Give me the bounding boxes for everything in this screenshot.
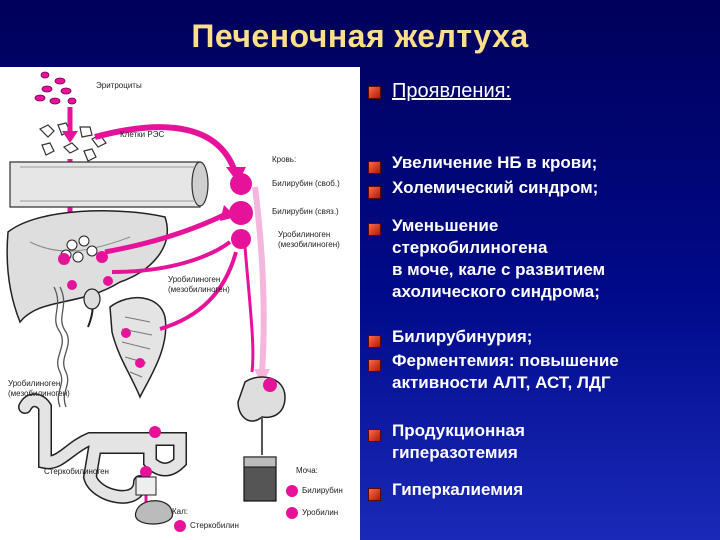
kidney <box>238 377 285 455</box>
bullet-icon <box>368 488 381 501</box>
small-intestine <box>110 298 166 397</box>
bullet-icon <box>368 161 381 174</box>
manifestation-item: Гиперкалиемия <box>392 479 712 501</box>
manifestation-continuation: ахолического синдрома; <box>392 281 600 303</box>
label-res-cells: Клетки РЭС <box>120 130 164 140</box>
label-urobilinogen-blood: Уробилиноген <box>278 230 330 240</box>
label-urine: Моча: <box>296 466 318 476</box>
manifestation-item: Билирубинурия; <box>392 326 712 348</box>
manifestation-continuation: в моче, кале с развитием <box>392 259 605 281</box>
label-blood: Кровь: <box>272 155 296 165</box>
manifestation-item: Уменьшение стеркобилиногена <box>392 215 542 259</box>
feces-pile <box>135 501 172 524</box>
bullet-icon <box>368 223 381 236</box>
bullet-icon <box>368 186 381 199</box>
erythrocytes-group <box>35 72 76 104</box>
bullet-icon <box>368 359 381 372</box>
slide-title: Печеночная желтуха <box>0 18 720 55</box>
manifestation-item: Увеличение НБ в крови; <box>392 152 712 174</box>
manifestations-heading: Проявления: <box>392 80 511 103</box>
label-feces: Кал: <box>172 507 188 517</box>
manifestation-item: Холемический синдром; <box>392 177 712 199</box>
label-stercobilin: Стеркобилин <box>190 521 239 531</box>
res-cells-group <box>40 123 106 161</box>
manifestation-item: Продукционная гиперазотемия <box>392 420 592 464</box>
label-mesobilinogen-blood: (мезобилиноген) <box>278 240 340 250</box>
label-erythrocytes: Эритроциты <box>96 81 142 91</box>
bullet-icon <box>368 86 381 99</box>
label-urine-urobilin: Уробилин <box>302 508 338 518</box>
label-urobilinogen-portal: Уробилиноген <box>8 379 60 389</box>
label-mesobilinogen-intestine: (мезобилиноген) <box>168 285 230 295</box>
label-stercobilinogen: Стеркобилиноген <box>44 467 109 477</box>
label-bilirubin-bound: Билирубин (связ.) <box>272 207 339 217</box>
blood-vessel <box>10 162 208 207</box>
label-bilirubin-free: Билирубин (своб.) <box>272 179 340 189</box>
bullet-icon <box>368 429 381 442</box>
label-urobilinogen-intestine: Уробилиноген <box>168 275 220 285</box>
bullet-icon <box>368 335 381 348</box>
urine-jar <box>244 457 276 501</box>
label-mesobilinogen-portal: (мезобилиноген) <box>8 389 70 399</box>
bilirubin-metabolism-diagram: Эритроциты Клетки РЭС Кровь: Билирубин (… <box>0 67 360 540</box>
manifestation-item: Ферментемия: повышение активности АЛТ, А… <box>392 350 712 394</box>
label-urine-bilirubin: Билирубин <box>302 486 343 496</box>
